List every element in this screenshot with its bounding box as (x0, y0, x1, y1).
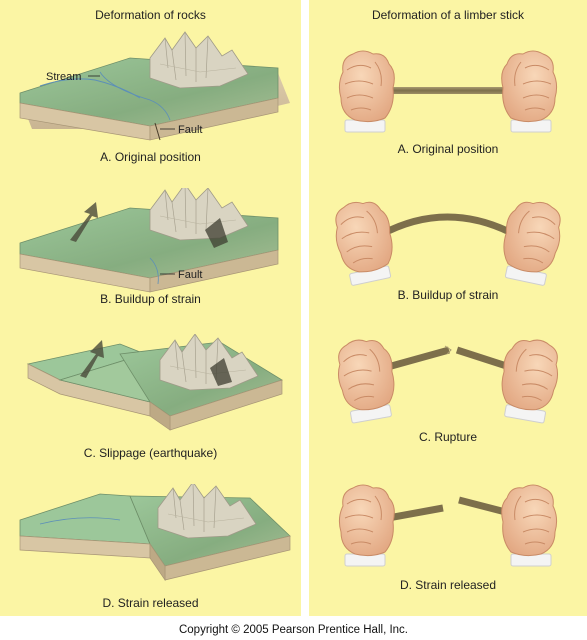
left-fist-c (333, 336, 401, 424)
right-fist-b (496, 196, 567, 286)
rock-block-original: Stream Fault (0, 28, 301, 148)
left-fist-b (329, 196, 400, 286)
rocks-caption-a: A. Original position (0, 150, 301, 164)
rocks-deformation-panel: Deformation of rocks Stream Fault A. Ori… (0, 0, 301, 616)
rocks-panel-heading: Deformation of rocks (0, 8, 301, 22)
stick-panel-heading: Deformation of a limber stick (309, 8, 587, 22)
stream-label: Stream (46, 71, 81, 83)
stick-deformation-panel: Deformation of a limber stick A. Origina… (309, 0, 587, 616)
rocks-caption-b: B. Buildup of strain (0, 292, 301, 306)
copyright-notice: Copyright © 2005 Pearson Prentice Hall, … (0, 624, 587, 636)
right-fist-c (495, 336, 563, 424)
bent-stick (375, 217, 521, 238)
right-fist (502, 51, 557, 132)
fault-label: Fault (178, 124, 202, 136)
rocks-caption-d: D. Strain released (0, 596, 301, 610)
stick-released (309, 480, 587, 576)
stick-caption-c: C. Rupture (309, 430, 587, 444)
rock-block-slippage (0, 334, 301, 450)
stick-caption-a: A. Original position (309, 142, 587, 156)
rock-block-released (0, 484, 301, 592)
stick-caption-d: D. Strain released (309, 578, 587, 592)
rock-block-strain: Fault (0, 188, 301, 300)
stick-caption-b: B. Buildup of strain (309, 288, 587, 302)
rocks-caption-c: C. Slippage (earthquake) (0, 446, 301, 460)
left-fist (339, 51, 394, 132)
stick-original (309, 50, 587, 140)
stick (379, 87, 515, 94)
right-fist-d (502, 485, 557, 566)
stick-rupture (309, 336, 587, 436)
stick-strain (309, 196, 587, 286)
left-fist-d (339, 485, 394, 566)
fault-label-b: Fault (178, 269, 202, 281)
